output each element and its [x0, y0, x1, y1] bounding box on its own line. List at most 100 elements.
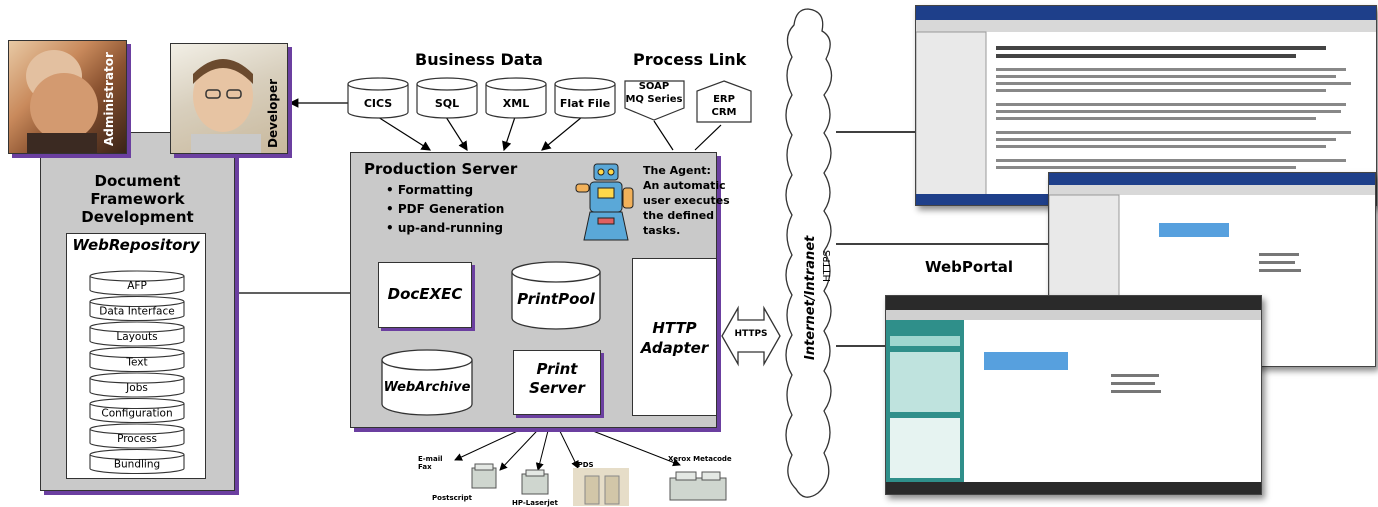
repository-item: Data Interface: [89, 295, 185, 322]
developer-label: Developer: [266, 78, 280, 148]
framework-title-line2: Framework: [90, 190, 185, 208]
docexec-box: [378, 262, 472, 328]
bullet-formatting: • Formatting: [386, 183, 474, 197]
printpool-label: PrintPool: [517, 290, 595, 308]
business-data-heading: Business Data: [415, 50, 543, 69]
production-server-title: Production Server: [364, 160, 518, 178]
robot-agent-icon: [575, 163, 634, 241]
arrow-sql: [445, 116, 468, 152]
process-link-heading: Process Link: [633, 50, 747, 69]
arrow-xml: [502, 116, 516, 152]
administrator-photo: [8, 40, 127, 154]
email-fax-label: E-mail Fax: [418, 455, 443, 471]
arrow-cics: [377, 116, 432, 151]
data-source-label: CICS: [364, 97, 392, 110]
framework-title-line3: Development: [81, 208, 194, 226]
repository-item: Configuration: [89, 397, 185, 424]
internet-label: Internet/Intranet: [803, 200, 818, 360]
webarchive-label: WebArchive: [383, 380, 471, 395]
data-source-label: XML: [503, 97, 529, 110]
agent-line2: user executes: [643, 194, 730, 207]
xerox-printer-icon: [669, 471, 727, 501]
https-arrow-label: HTTPS: [734, 329, 768, 339]
screenshot-webportal: [885, 295, 1262, 495]
repository-item-label: Layouts: [116, 331, 157, 343]
bullet-pdf: • PDF Generation: [386, 202, 505, 216]
internet-sublabel: HTTPS: [822, 250, 833, 282]
line-soap: [653, 120, 674, 151]
soap-shape: [624, 80, 685, 121]
repository-stack: AFP Data InterfaceLayoutsTextJobsConfigur…: [89, 270, 185, 475]
print-server-line1: Print: [536, 360, 578, 378]
postscript-printer-icon: [471, 463, 497, 489]
docexec-label: DocEXEC: [387, 285, 463, 303]
agent-title: The Agent:: [643, 164, 711, 177]
developer-portrait-icon: [191, 59, 261, 153]
repository-item-label: Bundling: [114, 459, 160, 471]
repository-item: Layouts: [89, 321, 185, 347]
internet-cloud: [785, 8, 833, 498]
erp-line1: ERP: [713, 94, 735, 105]
repository-item-label: Data Interface: [99, 306, 174, 318]
line-erp: [694, 124, 722, 151]
repository-item-label: AFP: [127, 280, 147, 292]
email-line1: E-mail: [418, 455, 443, 463]
http-adapter-line1: HTTP: [652, 319, 697, 337]
business-data-cylinders: CICS SQL XML Flat File: [347, 77, 616, 119]
printpool-cylinder: [511, 261, 601, 330]
data-source-label: Flat File: [560, 97, 610, 110]
administrator-label: Administrator: [102, 52, 116, 146]
erp-shape: [696, 80, 752, 123]
https-double-arrow: [721, 305, 781, 367]
email-line2: Fax: [418, 463, 432, 471]
developer-photo: [170, 43, 288, 154]
document-framework-title: Document Framework Development: [40, 172, 235, 226]
data-source-cylinder: SQL: [416, 77, 478, 119]
data-source-cylinder: Flat File: [554, 77, 616, 119]
repository-item-label: Jobs: [125, 382, 148, 394]
webportal-label: WebPortal: [925, 258, 1014, 276]
webarchive-cylinder: [381, 349, 473, 416]
agent-line1: An automatic: [643, 179, 726, 192]
http-adapter-line2: Adapter: [640, 339, 709, 357]
data-source-cylinder: CICS: [347, 77, 409, 119]
soap-line2: MQ Series: [625, 94, 683, 105]
ipds-printer-icon: [573, 468, 629, 506]
agent-line3: the defined: [643, 209, 715, 222]
repository-item: Jobs: [89, 372, 185, 398]
xerox-label: Xerox Metacode: [668, 455, 732, 463]
ipds-label: IPDS: [575, 461, 594, 469]
internet-label-text: Internet/Intranet: [803, 235, 818, 360]
repository-item-label: Process: [117, 433, 157, 445]
data-source-label: SQL: [435, 97, 459, 110]
administrator-portrait-icon: [26, 50, 98, 153]
repository-item-label: Text: [125, 357, 147, 369]
framework-title-line1: Document: [94, 172, 181, 190]
repository-item: Bundling: [89, 448, 185, 475]
print-server-line2: Server: [529, 379, 585, 397]
hp-label: HP-Laserjet: [512, 499, 558, 507]
data-source-cylinder: XML: [485, 77, 547, 119]
soap-line1: SOAP: [638, 81, 670, 92]
http-adapter-box: [632, 258, 717, 416]
postscript-label: Postscript: [432, 494, 472, 502]
erp-label: ERP CRM: [697, 93, 751, 119]
arrow-flatfile: [541, 116, 583, 151]
hp-printer-icon: [521, 469, 549, 495]
repository-item: Text: [89, 346, 185, 373]
webrepository-title: WebRepository: [72, 236, 200, 254]
soap-label: SOAP MQ Series: [623, 80, 685, 106]
production-server-bullets: • Formatting • PDF Generation • up-and-r…: [386, 181, 504, 238]
repository-item: Process: [89, 423, 185, 449]
erp-line2: CRM: [711, 107, 737, 118]
repository-item: AFP: [89, 270, 185, 296]
print-server-box: [513, 350, 601, 415]
agent-text: The Agent: An automatic user executes th…: [643, 163, 730, 238]
bullet-running: • up-and-running: [386, 221, 503, 235]
process-link-shapes: [624, 80, 752, 123]
repository-item-label: Configuration: [101, 408, 172, 420]
print-server-label: Print Server: [513, 360, 601, 398]
http-adapter-label: HTTP Adapter: [632, 318, 717, 358]
agent-line4: tasks.: [643, 224, 681, 237]
webportal-screen-graphic: [886, 296, 1261, 494]
